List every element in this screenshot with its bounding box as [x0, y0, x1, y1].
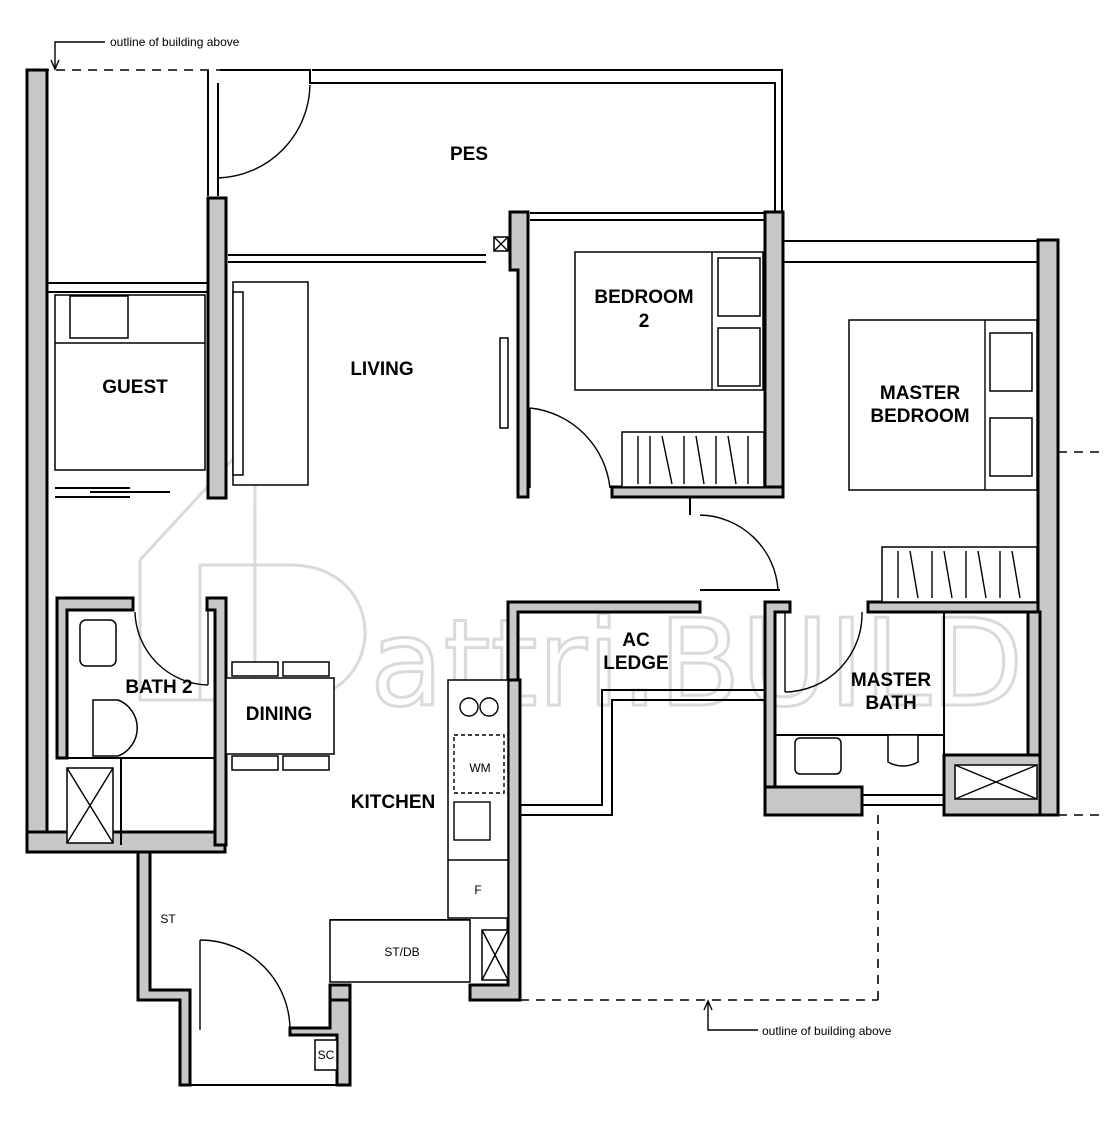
label-wm: WM: [469, 761, 490, 775]
doors: [134, 84, 863, 1031]
walls: [25, 68, 1060, 1087]
label-bath2: BATH 2: [125, 677, 192, 698]
bedroom2-bed: [574, 251, 764, 391]
bedroom2-window-panel: [499, 337, 509, 429]
master-bed: [848, 319, 1038, 491]
master-wardrobe: [881, 546, 1038, 603]
annotation-outline-top: outline of building above: [110, 35, 240, 49]
label-fridge: F: [474, 883, 481, 897]
label-master-bath-line2: BATH: [865, 693, 916, 714]
label-master-bedroom-line1: MASTER: [880, 383, 961, 404]
guest-bed: [54, 294, 206, 471]
fixture-labels: WM F ST ST/DB SC: [160, 761, 491, 1071]
label-dining: DINING: [246, 704, 313, 725]
label-guest: GUEST: [102, 377, 168, 398]
label-bedroom2-line1: BEDROOM: [594, 287, 693, 308]
label-ac-ledge-line2: LEDGE: [603, 653, 668, 674]
pes-shaft: [493, 236, 509, 252]
label-master-bedroom-line2: BEDROOM: [870, 406, 969, 427]
label-store-db: ST/DB: [384, 945, 419, 959]
label-master-bath-line1: MASTER: [851, 670, 932, 691]
label-kitchen: KITCHEN: [351, 792, 435, 813]
label-pes: PES: [450, 144, 488, 165]
annotation-leader-top: [50, 41, 105, 71]
label-sc: SC: [318, 1048, 335, 1062]
building-outline: [40, 69, 1103, 1001]
annotation-leader-bottom: [703, 999, 758, 1031]
sofa: [232, 281, 309, 486]
master-bath-fixtures: [794, 734, 1038, 800]
label-ac-ledge-line1: AC: [622, 630, 650, 651]
label-store: ST: [160, 912, 176, 926]
dining-set: [225, 661, 335, 771]
bath2-fixtures: [66, 619, 138, 844]
label-bedroom2-line2: 2: [639, 311, 650, 332]
bedroom2-wardrobe: [621, 431, 765, 488]
annotation-outline-bottom: outline of building above: [762, 1024, 892, 1038]
label-living: LIVING: [350, 359, 413, 380]
kitchen-counter: [329, 679, 509, 983]
room-labels: PES LIVING GUEST BEDROOM 2 MASTER BEDROO…: [102, 144, 969, 813]
sc-box: [314, 1039, 338, 1071]
